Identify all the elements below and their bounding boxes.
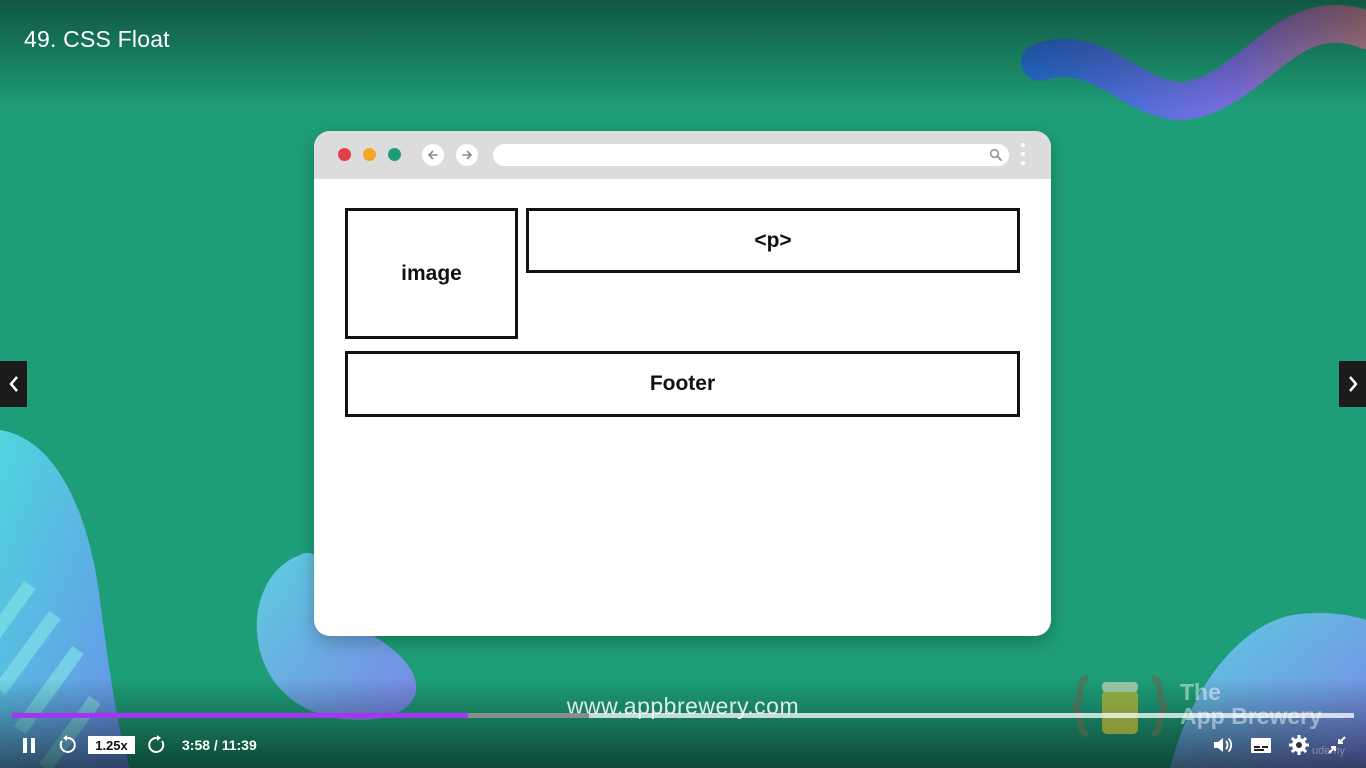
top-gradient-overlay: [0, 0, 1366, 110]
chevron-right-icon: [1348, 376, 1358, 392]
video-progress-bar[interactable]: [12, 713, 1354, 718]
back-arrow-icon: [422, 144, 444, 166]
volume-icon: [1214, 737, 1233, 753]
settings-button[interactable]: [1288, 734, 1310, 756]
footer-box-label: Footer: [649, 372, 716, 395]
footer-box: Footer: [345, 351, 1020, 417]
address-bar: [493, 144, 1009, 166]
lecture-title: 49. CSS Float: [24, 26, 170, 52]
pause-icon: [23, 737, 35, 753]
brand-name: The App Brewery: [1180, 680, 1322, 728]
exit-fullscreen-icon: [1328, 736, 1346, 754]
app-brewery-logo: The App Brewery: [1070, 672, 1340, 742]
search-icon: [989, 148, 1002, 161]
udemy-watermark: udemy: [1312, 745, 1346, 757]
rewind-icon: [59, 735, 76, 753]
brand-line-1: The: [1180, 679, 1221, 705]
image-box-label: image: [401, 261, 462, 285]
time-display: 3:58 / 11:39: [182, 737, 257, 753]
browser-toolbar: [314, 131, 1051, 179]
bottom-gradient-overlay: [0, 678, 1366, 768]
playback-speed-button[interactable]: 1.25x: [88, 736, 135, 754]
maximize-dot-icon: [388, 148, 401, 161]
forward-button[interactable]: [146, 734, 168, 756]
pause-button[interactable]: [20, 735, 38, 755]
gear-icon: [1289, 735, 1309, 755]
forward-arrow-icon: [456, 144, 478, 166]
brewery-logo-icon: [1071, 675, 1169, 737]
paragraph-box: <p>: [526, 208, 1020, 273]
previous-lecture-button[interactable]: [0, 361, 27, 407]
paragraph-box-label: <p>: [754, 228, 792, 252]
browser-mockup: image <p> Footer: [314, 131, 1051, 636]
volume-button[interactable]: [1212, 734, 1234, 756]
captions-button[interactable]: [1250, 735, 1272, 755]
chevron-left-icon: [8, 376, 18, 392]
rewind-button[interactable]: [56, 734, 78, 756]
image-box: image: [345, 208, 518, 339]
close-dot-icon: [338, 148, 351, 161]
next-lecture-button[interactable]: [1339, 361, 1366, 407]
menu-dots-icon: [1019, 143, 1027, 169]
captions-icon: [1251, 737, 1271, 753]
minimize-dot-icon: [363, 148, 376, 161]
progress-played: [12, 713, 469, 718]
forward-icon: [148, 735, 165, 753]
exit-fullscreen-button[interactable]: [1326, 734, 1348, 756]
